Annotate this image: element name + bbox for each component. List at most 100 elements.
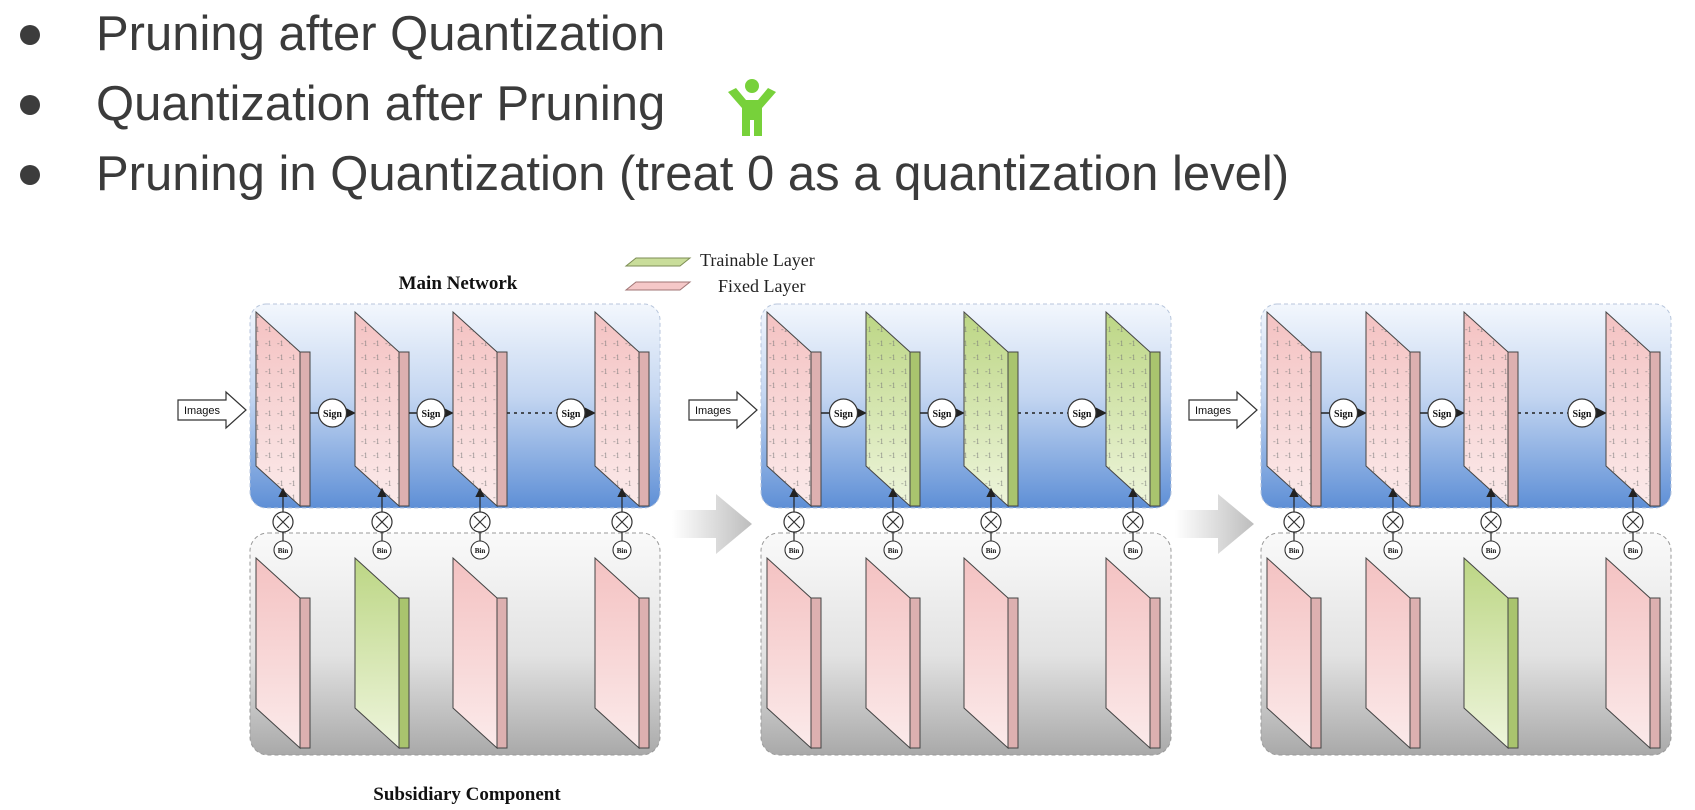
sign-label: Sign [1073, 409, 1092, 420]
images-input-label: Images [695, 405, 732, 417]
multiply-symbol [1126, 515, 1140, 529]
sign-node [927, 398, 957, 428]
images-input-arrow [177, 390, 247, 430]
layer-side-face [299, 597, 311, 749]
person-arms-up-icon [728, 79, 776, 136]
multiply-symbol [787, 515, 801, 529]
bin-node [273, 540, 293, 560]
bin-node [470, 540, 490, 560]
multiply-symbol [375, 515, 389, 529]
sign-node [317, 398, 348, 428]
bullet-marker [20, 95, 40, 115]
bin-label: Bin [1486, 547, 1497, 555]
bullet-text: Pruning in Quantization (treat 0 as a qu… [96, 147, 1290, 201]
bin-label: Bin [1388, 547, 1399, 555]
layer-side-face [1409, 351, 1421, 507]
weight-matrix-pattern [595, 312, 639, 506]
bin-node [981, 540, 1001, 560]
layer-side-face [1310, 597, 1322, 749]
images-input-arrow [1188, 390, 1258, 430]
weight-matrix-pattern [1464, 312, 1508, 506]
images-input-label: Images [184, 405, 221, 417]
bin-node [1284, 540, 1304, 560]
weight-matrix-pattern [355, 312, 399, 506]
multiply-symbol [276, 515, 290, 529]
multiply-symbol [615, 515, 629, 529]
bullet-marker [20, 165, 40, 185]
sign-node [556, 398, 586, 428]
layer-side-face [398, 351, 410, 507]
legend-trainable-swatch [624, 257, 692, 267]
layer-side-face [1007, 351, 1019, 507]
sign-node [828, 398, 859, 428]
images-input-arrow [688, 390, 758, 430]
bullet-text: Quantization after Pruning [96, 77, 666, 131]
transition-arrow [1175, 494, 1254, 554]
bin-label: Bin [617, 547, 628, 555]
bin-label: Bin [475, 547, 486, 555]
bin-label: Bin [1628, 547, 1639, 555]
weight-matrix-pattern [866, 312, 910, 506]
bin-label: Bin [1289, 547, 1300, 555]
bin-node [372, 540, 392, 560]
bin-label: Bin [789, 547, 800, 555]
weight-matrix-pattern [1366, 312, 1410, 506]
layer-side-face [1649, 351, 1661, 507]
bin-label: Bin [888, 547, 899, 555]
bullet-marker [20, 25, 40, 45]
layer-side-face [1149, 597, 1161, 749]
layer-side-face [1507, 597, 1519, 749]
multiply-symbol [1626, 515, 1640, 529]
layer-side-face [638, 597, 650, 749]
layer-side-face [909, 351, 921, 507]
layer-side-face [1007, 597, 1019, 749]
transition-arrow [672, 494, 752, 554]
bin-node [1383, 540, 1403, 560]
bullet-text: Pruning after Quantization [96, 7, 666, 61]
subsidiary-component-label: Subsidiary Component [373, 784, 561, 805]
weight-matrix-pattern [767, 312, 811, 506]
sign-label: Sign [562, 409, 581, 420]
multiply-symbol [1287, 515, 1301, 529]
weight-matrix-pattern [453, 312, 497, 506]
multiply-symbol [1386, 515, 1400, 529]
bin-node [612, 540, 632, 560]
sign-node [1427, 398, 1457, 428]
sign-node [1328, 398, 1359, 428]
legend: Trainable Layer Fixed Layer [624, 250, 815, 296]
layer-side-face [1649, 597, 1661, 749]
bin-label: Bin [986, 547, 997, 555]
bin-node [883, 540, 903, 560]
bin-label: Bin [278, 547, 289, 555]
weight-matrix-pattern [1106, 312, 1150, 506]
layer-side-face [496, 351, 508, 507]
layer-side-face [810, 597, 822, 749]
sign-label: Sign [422, 409, 441, 420]
bin-node [1481, 540, 1501, 560]
layer-side-face [299, 351, 311, 507]
sign-label: Sign [1433, 409, 1452, 420]
sign-node [1067, 398, 1097, 428]
sign-node [416, 398, 446, 428]
layer-side-face [810, 351, 822, 507]
layer-side-face [1409, 597, 1421, 749]
layer-side-face [909, 597, 921, 749]
legend-trainable-label: Trainable Layer [700, 250, 815, 270]
bin-label: Bin [1128, 547, 1139, 555]
weight-matrix-pattern [256, 312, 300, 506]
weight-matrix-pattern [1267, 312, 1311, 506]
sign-label: Sign [1334, 409, 1353, 420]
multiply-symbol [984, 515, 998, 529]
legend-fixed-swatch [624, 281, 692, 291]
bin-label: Bin [377, 547, 388, 555]
layer-side-face [1507, 351, 1519, 507]
bin-node [1123, 540, 1143, 560]
weight-matrix-pattern [1606, 312, 1650, 506]
legend-fixed-label: Fixed Layer [718, 276, 805, 296]
layer-side-face [638, 351, 650, 507]
